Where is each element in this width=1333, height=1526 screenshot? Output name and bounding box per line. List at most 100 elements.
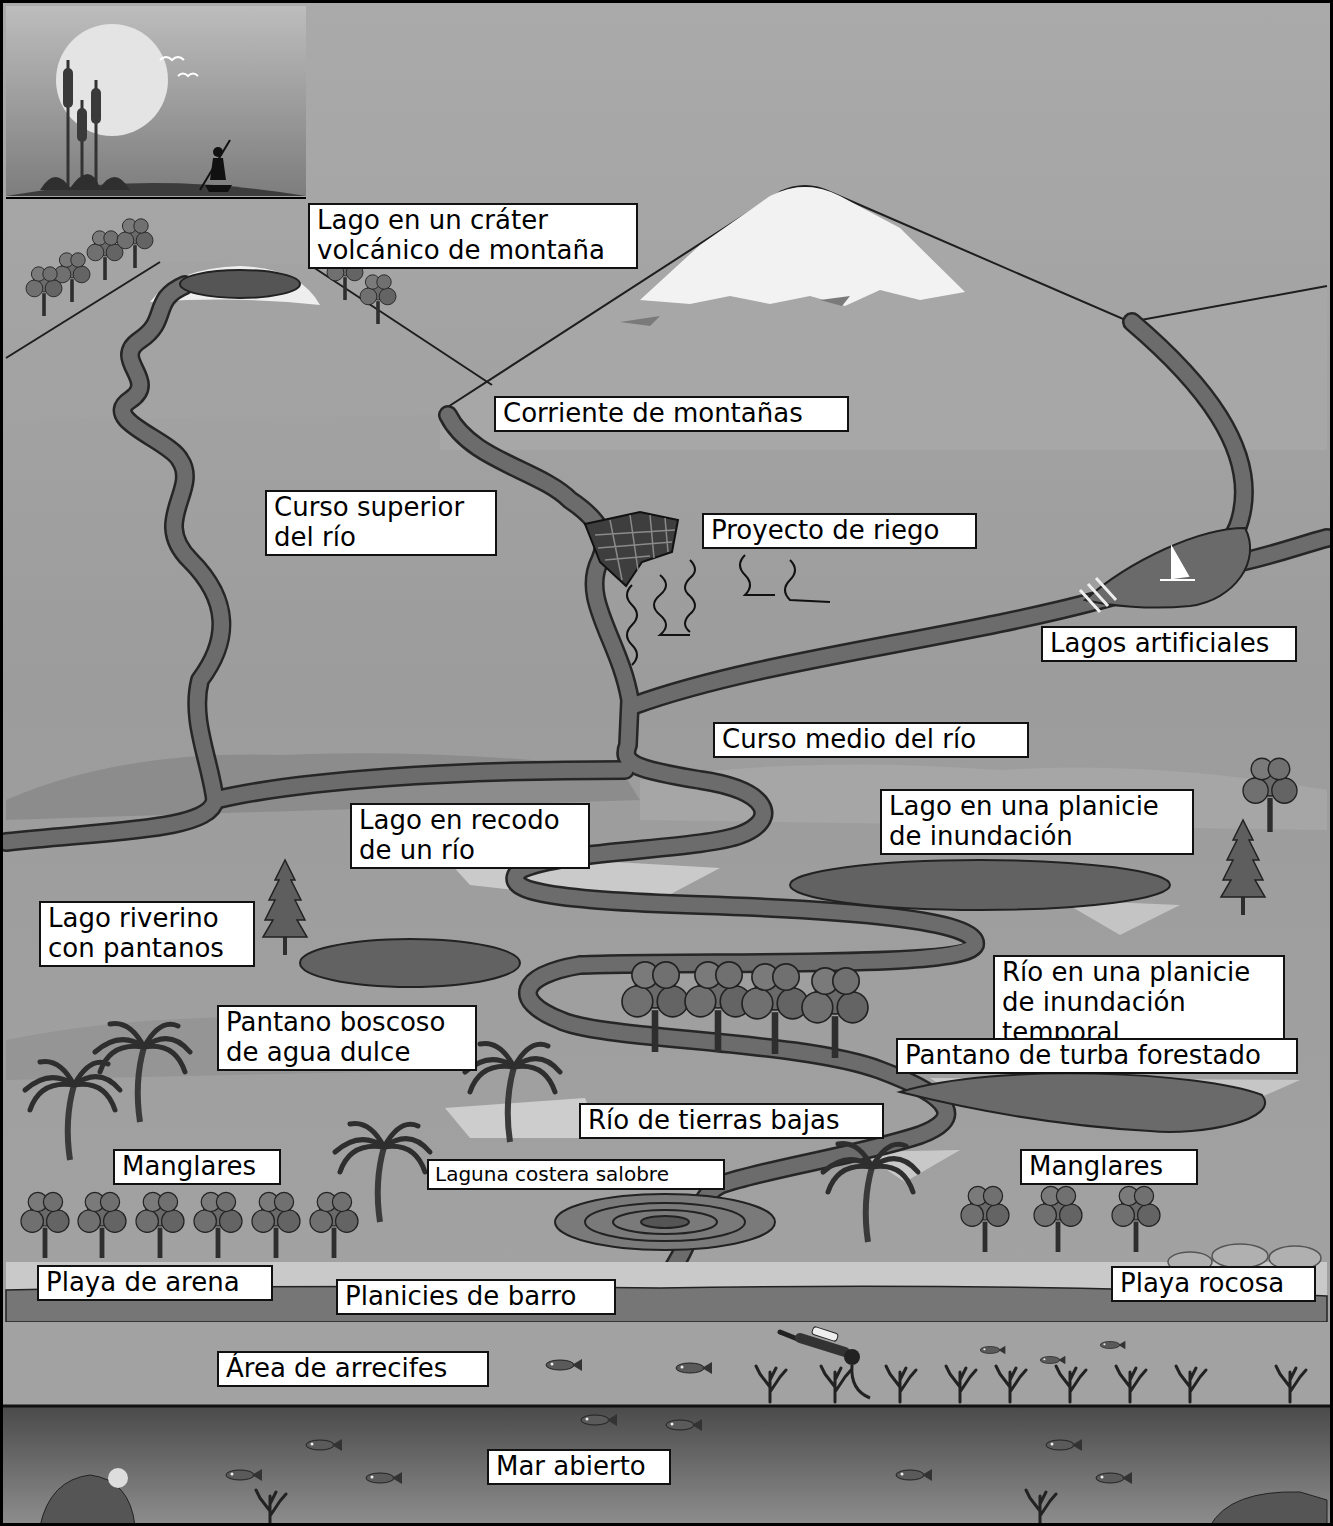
palm [25, 1061, 120, 1160]
label-text: Área de arrecifes [226, 1354, 480, 1384]
label-text: Manglares [1029, 1152, 1189, 1182]
conifer [263, 860, 307, 955]
palm [823, 1143, 918, 1242]
label-text: Playa de arena [46, 1268, 264, 1298]
fish [676, 1362, 712, 1374]
diver [780, 1326, 870, 1398]
mangrove [78, 1192, 126, 1258]
label-box: Lago en una planicie de inundación [880, 789, 1194, 855]
snow-cap [640, 187, 965, 306]
reservoir [1085, 528, 1250, 608]
inset-sky [6, 6, 306, 196]
mangrove [21, 1192, 69, 1258]
label-box: Playa rocosa [1111, 1266, 1316, 1302]
anemone [108, 1468, 128, 1488]
coral [1026, 1490, 1056, 1526]
label-text: Lago riverino con pantanos [48, 904, 246, 964]
birds [160, 57, 198, 76]
fish [581, 1414, 617, 1426]
coral [946, 1366, 976, 1402]
label-text: Curso medio del río [722, 725, 1020, 755]
seafloor-rock [1210, 1492, 1327, 1526]
label-box: Laguna costera salobre [427, 1159, 725, 1190]
coral [1276, 1366, 1306, 1402]
tree [742, 964, 808, 1054]
label-box: Manglares [113, 1149, 281, 1185]
mangrove [310, 1192, 358, 1258]
coral [996, 1366, 1026, 1402]
open-sea [0, 1406, 1333, 1526]
fish [1100, 1341, 1125, 1349]
tree [802, 968, 868, 1058]
label-text: Proyecto de riego [711, 516, 968, 546]
fish [366, 1472, 402, 1484]
mangrove [961, 1186, 1009, 1252]
label-box: Área de arrecifes [217, 1351, 489, 1387]
label-text: Pantano boscoso de agua dulce [226, 1008, 468, 1068]
tree [360, 275, 396, 324]
tree [685, 962, 751, 1052]
label-text: Laguna costera salobre [435, 1163, 717, 1186]
palm [465, 1043, 560, 1142]
fish [546, 1359, 582, 1371]
floodplain-lake [790, 860, 1170, 910]
conifer [1221, 820, 1265, 915]
mangroves [21, 1186, 1160, 1258]
reef-fish [546, 1341, 1125, 1374]
label-box: Mar abierto [487, 1449, 671, 1485]
label-text: Lago en un cráter volcánico de montaña [317, 206, 629, 266]
tree [1243, 758, 1297, 832]
sailboat [1160, 548, 1195, 580]
inset-scene [6, 6, 306, 196]
tree [117, 219, 153, 268]
label-text: Lago en recodo de un río [359, 806, 581, 866]
sea-life [40, 1414, 1327, 1526]
label-text: Curso superior del río [274, 493, 488, 553]
person-silhouette [200, 140, 232, 192]
left-mountain [6, 262, 492, 420]
fish [1096, 1472, 1132, 1484]
corals [756, 1366, 1306, 1402]
label-box: Lagos artificiales [1041, 626, 1297, 662]
trees [26, 219, 1297, 1058]
coral [886, 1366, 916, 1402]
label-text: Lago en una planicie de inundación [889, 792, 1185, 852]
label-box: Planicies de barro [336, 1279, 616, 1315]
label-box: Pantano de turba forestado [896, 1038, 1298, 1074]
coral [256, 1490, 286, 1526]
label-text: Río de tierras bajas [588, 1106, 875, 1136]
label-box: Lago en recodo de un río [350, 803, 590, 869]
reef-zone [0, 1322, 1333, 1406]
coral [756, 1366, 786, 1402]
label-text: Planicies de barro [345, 1282, 607, 1312]
fish [226, 1469, 262, 1481]
fish [1040, 1356, 1065, 1364]
fish [896, 1469, 932, 1481]
label-box: Playa de arena [37, 1265, 273, 1301]
mangrove [136, 1192, 184, 1258]
crater-lake [180, 270, 300, 298]
sea-line [0, 1405, 1333, 1408]
label-box: Curso medio del río [713, 722, 1029, 758]
mangrove [1112, 1186, 1160, 1252]
label-text: Lagos artificiales [1050, 629, 1288, 659]
rivers [6, 285, 1327, 1285]
tree [622, 962, 688, 1052]
label-text: Pantano de turba forestado [905, 1041, 1289, 1071]
mangrove [194, 1192, 242, 1258]
label-box: Río de tierras bajas [579, 1103, 884, 1139]
label-box: Curso superior del río [265, 490, 497, 556]
snow-streak [620, 296, 850, 326]
label-text: Río en una planicie de inundación tempor… [1002, 958, 1276, 1048]
palm [95, 1023, 190, 1122]
label-box: Lago en un cráter volcánico de montaña [308, 203, 638, 269]
inset-border [6, 197, 306, 199]
label-box: Manglares [1020, 1149, 1198, 1185]
sun [56, 24, 168, 136]
coral [1056, 1366, 1086, 1402]
mangrove [252, 1192, 300, 1258]
fish [980, 1346, 1005, 1354]
